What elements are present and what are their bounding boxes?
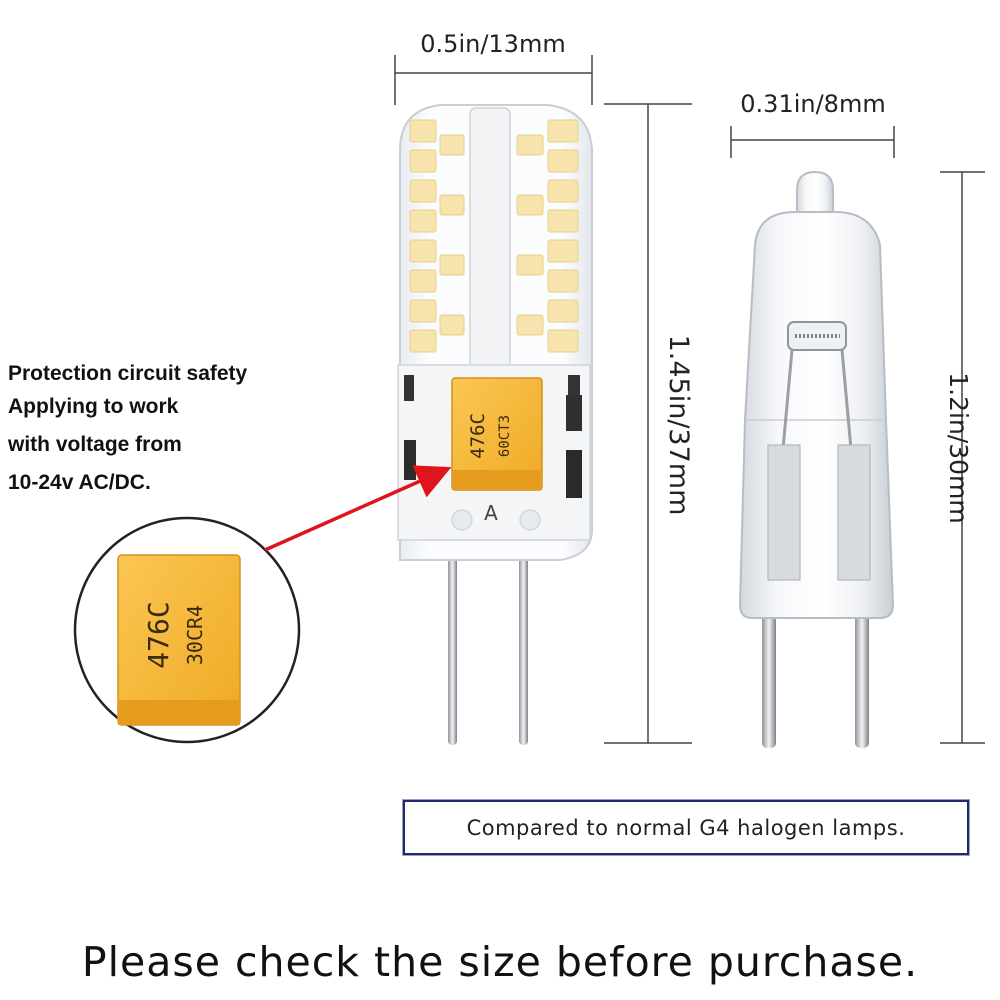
- protection-note-line-2: Applying to work: [8, 395, 179, 418]
- led-circuit-board: [469, 107, 511, 371]
- protection-note: Protection circuit safety Applying to wo…: [8, 362, 308, 504]
- protection-note-line-4: 10-24v AC/DC.: [8, 471, 151, 494]
- led-capacitor: 476C 60CT3: [451, 377, 543, 491]
- size-check-note: Please check the size before purchase.: [81, 938, 919, 986]
- led-pin-right: [519, 545, 528, 745]
- halogen-tip: [796, 170, 834, 216]
- led-resistor-2: [568, 375, 580, 401]
- led-diode-2: [566, 395, 582, 431]
- red-arrow: [264, 465, 452, 552]
- board-letter: A: [484, 501, 498, 525]
- protection-note-line-3: with voltage from: [8, 433, 182, 456]
- capacitor-small-code: 60CT3: [497, 415, 513, 457]
- led-height-label: 1.45in/37mm: [663, 335, 694, 516]
- capacitor-zoom-callout: 476C 30CR4: [73, 465, 452, 744]
- halogen-height-dimension: 1.2in/30mm: [940, 171, 985, 744]
- capacitor-code: 476C: [467, 413, 489, 459]
- halogen-width-label: 0.31in/8mm: [740, 90, 885, 118]
- halogen-bulb: [738, 170, 895, 748]
- comparison-label-box: Compared to normal G4 halogen lamps.: [403, 800, 969, 855]
- led-diode-3: [566, 450, 582, 498]
- led-width-label: 0.5in/13mm: [420, 30, 565, 58]
- led-width-dimension: 0.5in/13mm: [394, 30, 593, 105]
- halogen-width-dimension: 0.31in/8mm: [730, 90, 895, 158]
- comparison-label: Compared to normal G4 halogen lamps.: [466, 815, 906, 840]
- led-resistor-1: [404, 375, 414, 401]
- halogen-pin-left: [762, 600, 776, 748]
- led-chips-right: [516, 119, 579, 353]
- halogen-foil-right: [837, 444, 871, 581]
- halogen-foil-left: [767, 444, 801, 581]
- halogen-height-label: 1.2in/30mm: [944, 372, 973, 524]
- zoom-capacitor-code: 476C: [142, 601, 175, 668]
- halogen-pin-right: [855, 600, 869, 748]
- led-height-dimension: 1.45in/37mm: [604, 103, 694, 744]
- zoom-capacitor-small-code: 30CR4: [183, 605, 207, 665]
- led-bulb: 476C 60CT3 A: [397, 104, 593, 745]
- led-diode-1: [404, 440, 416, 480]
- protection-note-line-1: Protection circuit safety: [8, 362, 248, 385]
- led-pin-left: [448, 545, 457, 745]
- led-chips-left: [409, 119, 465, 353]
